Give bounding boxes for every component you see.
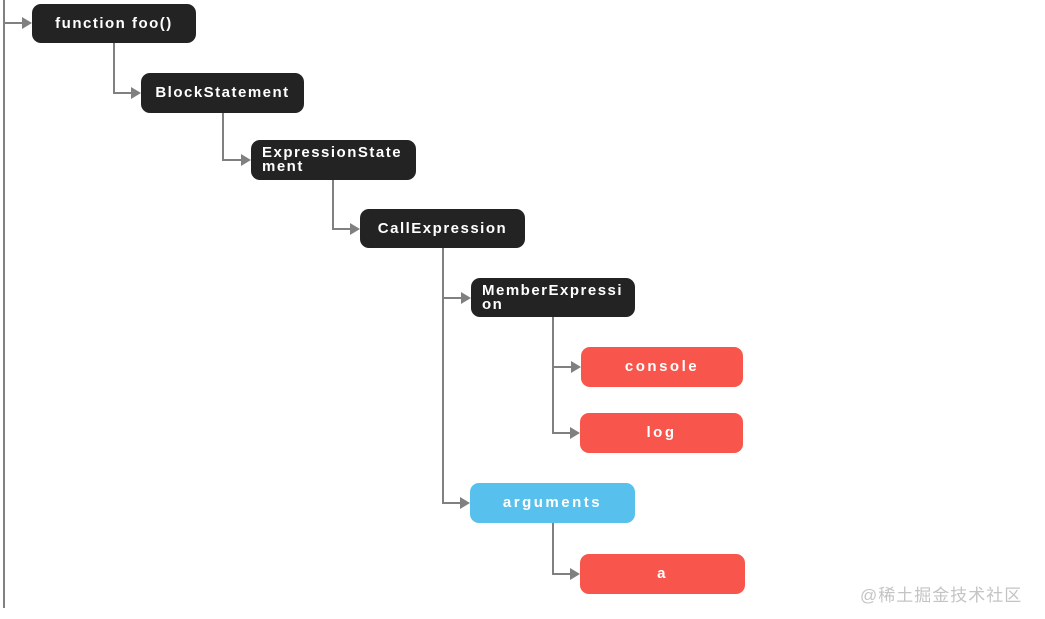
node-label: arguments	[502, 494, 603, 511]
node-member-expression[interactable]: MemberExpression	[471, 278, 635, 317]
node-label: MemberExpression	[482, 281, 624, 313]
node-label: CallExpression	[377, 219, 508, 237]
connector-arrow-icon	[22, 17, 32, 29]
connector-vertical	[332, 180, 334, 230]
node-label: BlockStatement	[155, 84, 290, 101]
node-console[interactable]: console	[581, 347, 743, 387]
connector-vertical	[222, 113, 224, 161]
connector-vertical	[113, 43, 115, 93]
node-label: a	[657, 565, 668, 582]
connector-vertical	[552, 317, 554, 434]
node-label: log	[646, 424, 677, 441]
connector-arrow-icon	[460, 497, 470, 509]
connector-arrow-icon	[461, 292, 471, 304]
connector-root-horizontal	[4, 22, 22, 24]
connector-arrow-icon	[131, 87, 141, 99]
connector-arrow-icon	[241, 154, 251, 166]
node-function-foo[interactable]: function foo()	[32, 4, 196, 43]
node-call-expression[interactable]: CallExpression	[360, 209, 525, 248]
node-log[interactable]: log	[580, 413, 743, 453]
connector-horizontal	[552, 432, 570, 434]
node-a[interactable]: a	[580, 554, 745, 594]
connector-horizontal	[552, 573, 570, 575]
connector-arrow-icon	[350, 223, 360, 235]
connector-horizontal	[113, 92, 131, 94]
connector-arrow-icon	[570, 568, 580, 580]
node-expression-statement[interactable]: ExpressionStatement	[251, 140, 416, 180]
node-label: ExpressionStatement	[262, 144, 403, 175]
watermark: @稀土掘金技术社区	[860, 586, 1023, 605]
node-label: console	[624, 358, 700, 375]
node-arguments[interactable]: arguments	[470, 483, 635, 523]
connector-arrow-icon	[571, 361, 581, 373]
connector-root-vertical	[3, 0, 5, 608]
connector-horizontal	[552, 366, 571, 368]
node-block-statement[interactable]: BlockStatement	[141, 73, 304, 113]
connector-horizontal	[442, 502, 460, 504]
connector-vertical	[552, 523, 554, 575]
connector-vertical	[442, 248, 444, 504]
connector-arrow-icon	[570, 427, 580, 439]
node-label: function foo()	[55, 14, 173, 32]
connector-horizontal	[222, 159, 241, 161]
connector-horizontal	[332, 228, 350, 230]
connector-horizontal	[442, 297, 461, 299]
